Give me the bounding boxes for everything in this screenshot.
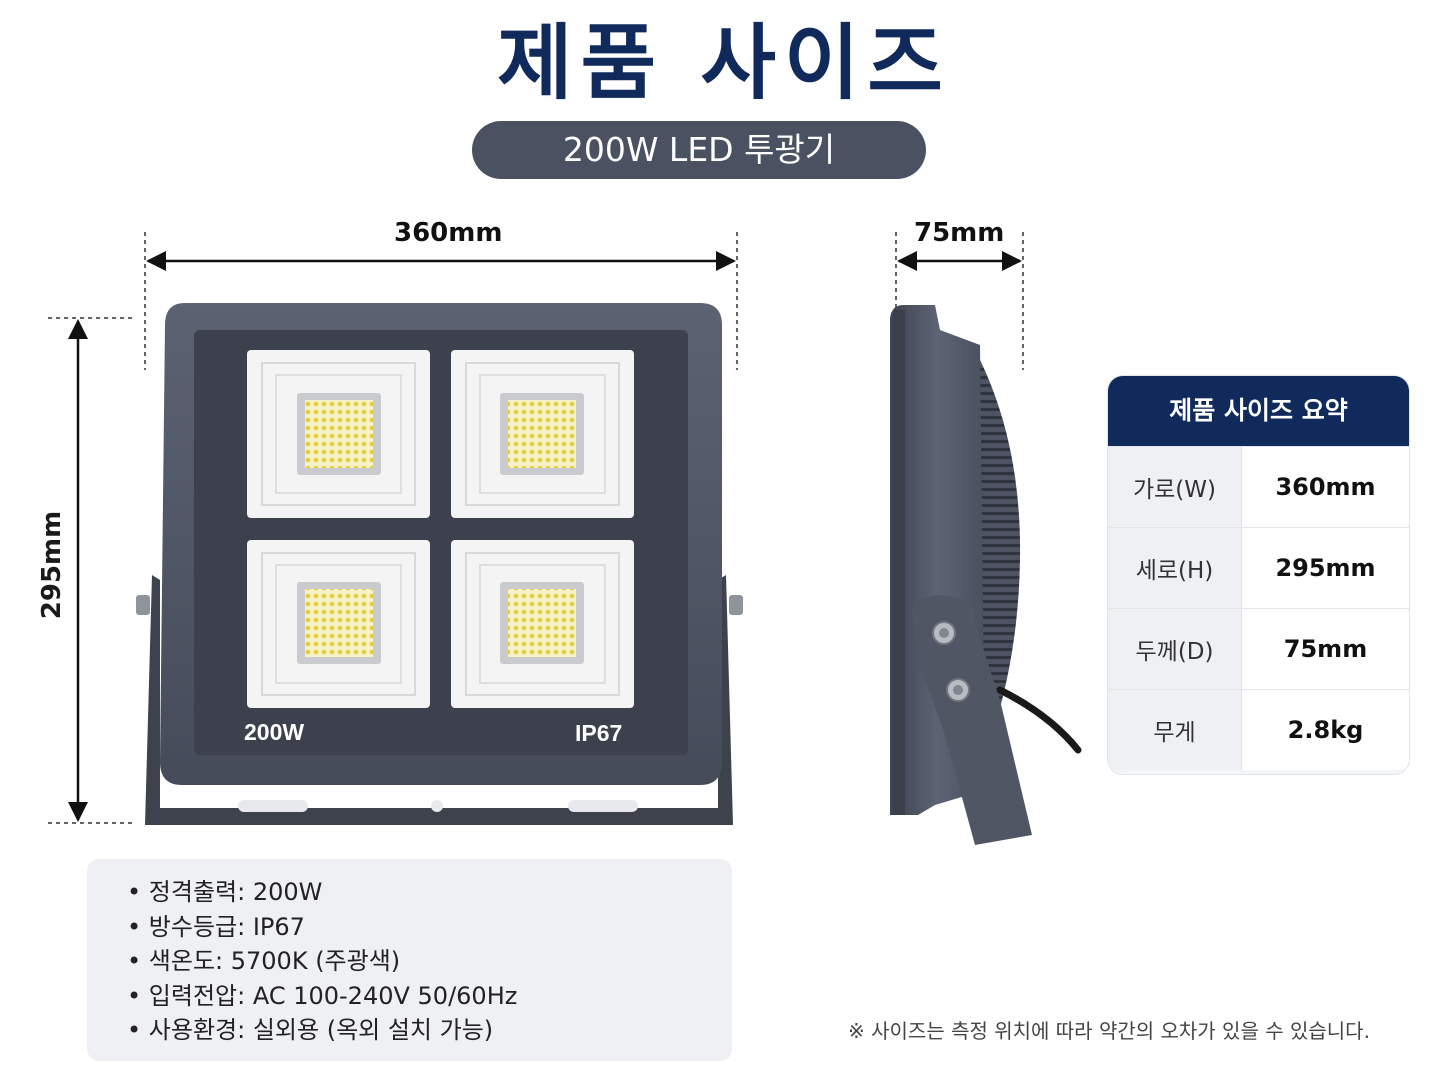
spec-item-environment: 사용환경: 실외용 (옥외 설치 가능) (127, 1013, 732, 1048)
summary-row-height: 세로(H) 295mm (1108, 527, 1409, 608)
page-title: 제품 사이즈 (497, 16, 951, 111)
size-tolerance-note: ※ 사이즈는 측정 위치에 따라 약간의 오차가 있을 수 있습니다. (848, 1019, 1370, 1043)
front-view: 200W IP67 (136, 303, 743, 825)
led-module-tr (451, 350, 634, 518)
spec-item-voltage: 입력전압: AC 100-240V 50/60Hz (127, 979, 732, 1014)
summary-value: 75mm (1242, 609, 1409, 689)
led-module-br (451, 540, 634, 708)
spec-item-power: 정격출력: 200W (127, 875, 732, 910)
width-dimension-label: 360mm (394, 218, 503, 248)
summary-title: 제품 사이즈 요약 (1108, 376, 1409, 446)
summary-label: 무게 (1108, 690, 1242, 770)
led-module-tl (247, 350, 430, 518)
spec-item-waterproof: 방수등급: IP67 (127, 910, 732, 945)
spec-item-color-temp: 색온도: 5700K (주광색) (127, 944, 732, 979)
height-dimension-line (48, 317, 135, 824)
spec-list-box: 정격출력: 200W 방수등급: IP67 색온도: 5700K (주광색) 입… (87, 859, 732, 1061)
summary-value: 360mm (1242, 447, 1409, 527)
summary-row-weight: 무게 2.8kg (1108, 689, 1409, 770)
depth-dimension-label: 75mm (914, 218, 1005, 248)
summary-value: 295mm (1242, 528, 1409, 608)
width-dimension-line (144, 232, 738, 370)
summary-row-width: 가로(W) 360mm (1108, 446, 1409, 527)
power-rating-label: 200W (244, 719, 304, 745)
led-module-bl (247, 540, 430, 708)
size-summary-card: 제품 사이즈 요약 가로(W) 360mm 세로(H) 295mm 두께(D) … (1107, 375, 1410, 775)
summary-label: 두께(D) (1108, 609, 1242, 689)
product-subtitle-badge: 200W LED 투광기 (472, 121, 926, 179)
summary-row-depth: 두께(D) 75mm (1108, 608, 1409, 689)
side-view (890, 305, 1082, 845)
summary-label: 세로(H) (1108, 528, 1242, 608)
summary-value: 2.8kg (1242, 690, 1409, 770)
ip-rating-label: IP67 (575, 720, 622, 746)
summary-label: 가로(W) (1108, 447, 1242, 527)
